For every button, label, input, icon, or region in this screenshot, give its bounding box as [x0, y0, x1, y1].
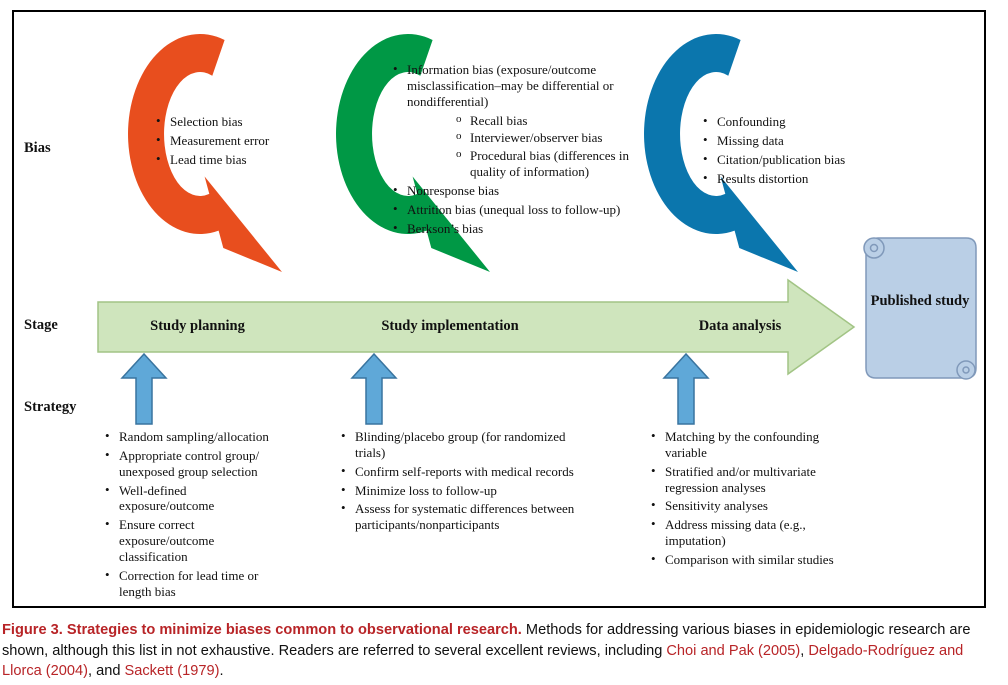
citation-sackett[interactable]: Sackett (1979)	[124, 663, 220, 680]
list-item: Information bias (exposure/outcome miscl…	[390, 61, 675, 180]
bias-curved-arrow-analysis	[644, 33, 798, 273]
list-item: Random sampling/allocation	[102, 428, 302, 445]
list-item: Stratified and/or multivariate regressio…	[648, 463, 878, 496]
list-item: Lead time bias	[153, 151, 303, 168]
curved-arrow-shape	[644, 33, 798, 273]
caption-title: Figure 3. Strategies to minimize biases …	[2, 622, 522, 638]
list-item: Citation/publication bias	[700, 151, 880, 168]
strategy-up-arrow-analysis	[662, 352, 710, 425]
published-study-label: Published study	[870, 293, 970, 309]
curved-arrow-shape	[336, 33, 490, 273]
list-item: Nonresponse bias	[390, 182, 675, 199]
list-item: Selection bias	[153, 113, 303, 130]
figure-caption: Figure 3. Strategies to minimize biases …	[2, 620, 1006, 682]
list-item: Minimize loss to follow-up	[338, 482, 618, 499]
list-item: Measurement error	[153, 132, 303, 149]
row-label-stage: Stage	[24, 317, 58, 333]
up-arrow-shape	[662, 352, 710, 425]
list-item: Correction for lead time or length bias	[102, 567, 302, 600]
list-item: Confounding	[700, 113, 880, 130]
list-item: Comparison with similar studies	[648, 551, 878, 568]
list-item: Interviewer/observer bias	[453, 130, 675, 146]
caption-body: Methods for addressing various biases in…	[2, 622, 971, 659]
list-item: Sensitivity analyses	[648, 497, 878, 514]
list-item: Confirm self-reports with medical record…	[338, 463, 618, 480]
up-arrow-shape	[120, 352, 168, 425]
stage-label-analysis: Data analysis	[698, 318, 782, 334]
scroll-shape	[863, 237, 977, 380]
curved-arrow-shape	[128, 33, 282, 273]
strategy-list-analysis: Matching by the confounding variable Str…	[648, 428, 878, 571]
bias-list-analysis: Confounding Missing data Citation/public…	[700, 113, 880, 189]
strategy-list-implementation: Blinding/placebo group (for randomized t…	[338, 428, 618, 536]
stage-arrow-shape	[97, 278, 856, 376]
caption-text: ,	[800, 642, 809, 659]
list-item: Attrition bias (unequal loss to follow-u…	[390, 201, 675, 218]
strategy-list-planning: Random sampling/allocation Appropriate c…	[102, 428, 302, 603]
row-label-bias: Bias	[24, 140, 51, 156]
published-study-scroll	[863, 237, 977, 380]
list-item: Matching by the confounding variable	[648, 428, 878, 461]
stage-label-planning: Study planning	[150, 318, 245, 334]
list-item: Berkson’s bias	[390, 220, 675, 237]
citation-choi-pak[interactable]: Choi and Pak (2005)	[666, 642, 801, 659]
strategy-up-arrow-planning	[120, 352, 168, 425]
bias-list-planning: Selection bias Measurement error Lead ti…	[153, 113, 303, 171]
row-label-strategy: Strategy	[24, 399, 77, 415]
caption-text: , and	[88, 663, 125, 680]
strategy-up-arrow-implementation	[350, 352, 398, 425]
list-item-text: Information bias (exposure/outcome miscl…	[407, 62, 614, 109]
list-item: Ensure correct exposure/outcome classifi…	[102, 516, 302, 565]
list-item: Well-defined exposure/outcome	[102, 482, 302, 515]
list-item: Assess for systematic differences betwee…	[338, 500, 618, 533]
caption-text: .	[219, 663, 224, 680]
bias-sublist-information: Recall biasInterviewer/observer biasProc…	[453, 113, 675, 180]
bias-curved-arrow-implementation	[336, 33, 490, 273]
citation-delgado-rodriguez[interactable]: Delgado-Rodríguez and Llorca (2004)	[2, 642, 964, 680]
list-item: Blinding/placebo group (for randomized t…	[338, 428, 618, 461]
bias-list-implementation: Information bias (exposure/outcome miscl…	[390, 61, 675, 240]
up-arrow-shape	[350, 352, 398, 425]
list-item: Results distortion	[700, 170, 880, 187]
list-item: Missing data	[700, 132, 880, 149]
list-item: Recall bias	[453, 113, 675, 129]
list-item: Address missing data (e.g., imputation)	[648, 516, 878, 549]
stage-timeline-arrow	[97, 278, 856, 376]
bias-curved-arrow-planning	[128, 33, 282, 273]
list-item: Procedural bias (differences in quality …	[453, 148, 675, 180]
list-item: Appropriate control group/ unexposed gro…	[102, 447, 302, 480]
stage-label-implementation: Study implementation	[381, 318, 519, 334]
